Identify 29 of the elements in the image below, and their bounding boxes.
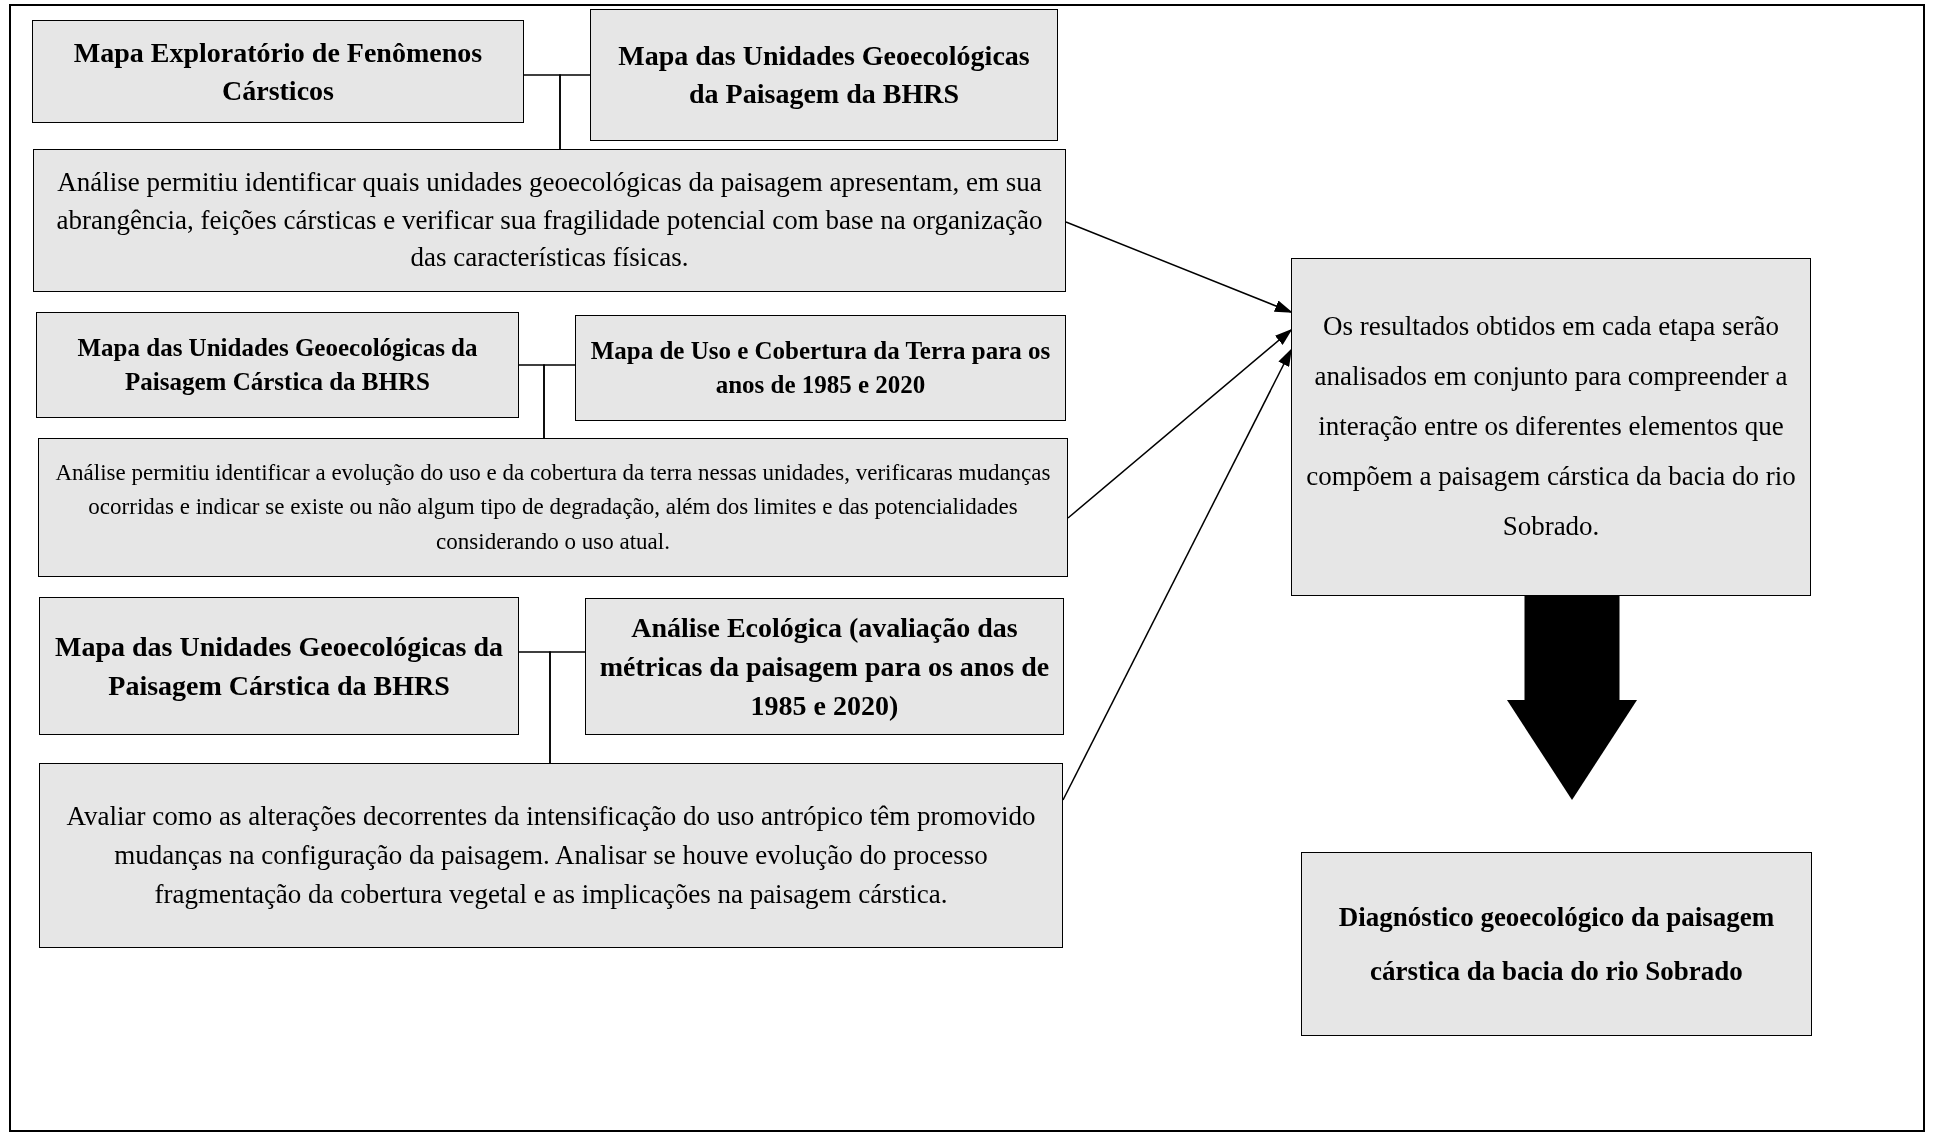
text-box: [1291, 258, 1811, 596]
arrow: [1065, 221, 1293, 313]
text-box: [39, 763, 1063, 948]
connector-line: [543, 364, 576, 439]
text-box: [38, 438, 1068, 577]
title-box: [36, 312, 519, 418]
connector-line: [549, 651, 586, 764]
title-box: [585, 598, 1064, 735]
title-box: [1301, 852, 1812, 1036]
box-title: Mapa Exploratório de Fenômenos Cársticos: [72, 35, 484, 108]
title-box: [575, 315, 1066, 421]
title-box: [39, 597, 519, 735]
box-title: Mapa de Uso e Cobertura da Terra para os anos de 1985 e 2020: [589, 336, 1052, 400]
connector-line: [559, 74, 591, 150]
text-box: [33, 149, 1066, 292]
box-title: Análise Ecológica (avaliação das métricas da paisagem para os anos de 1985 e 2020): [598, 610, 1051, 724]
box-title: Mapa das Unidades Geoecológicas da Paisagem Cárstica da BHRS: [54, 629, 504, 703]
arrow: [1062, 348, 1292, 801]
title-box: [32, 20, 524, 123]
box-text: Os resultados obtidos em cada etapa serão analisados em conjunto para compreender a interação entre os diferentes elementos que compõem a paisagem cárstica da bacia do rio Sobrado.: [1305, 310, 1797, 543]
box-text: Avaliar como as alterações decorrentes da intensificação do uso antrópico têm promovido mudanças na configuração da paisagem. Analisar se houve evolução do processo fragmentação da cobertura vegetal e as implicações na paisagem cárstica.: [65, 799, 1037, 912]
box-text: Análise permitiu identificar a evolução do uso e da cobertura da terra nessas unidades, verificaras mudanças ocorridas e indicar se existe ou não algum tipo de degradação, além dos limites e das potencialidades considerando o uso atual.: [54, 458, 1052, 556]
box-title: Diagnóstico geoecológico da paisagem cárstica da bacia do rio Sobrado: [1337, 901, 1776, 988]
box-title: Mapa das Unidades Geoecológicas da Paisagem Cárstica da BHRS: [76, 333, 479, 397]
box-title: Mapa das Unidades Geoecológicas da Paisagem da BHRS: [617, 39, 1031, 111]
arrow: [1067, 328, 1293, 519]
title-box: [590, 9, 1058, 141]
box-text: Análise permitiu identificar quais unidades geoecológicas da paisagem apresentam, em sua abrangência, feições cársticas e verificar sua fragilidade potencial com base na organização das características físicas.: [55, 165, 1044, 275]
block-arrow: [1507, 596, 1637, 800]
